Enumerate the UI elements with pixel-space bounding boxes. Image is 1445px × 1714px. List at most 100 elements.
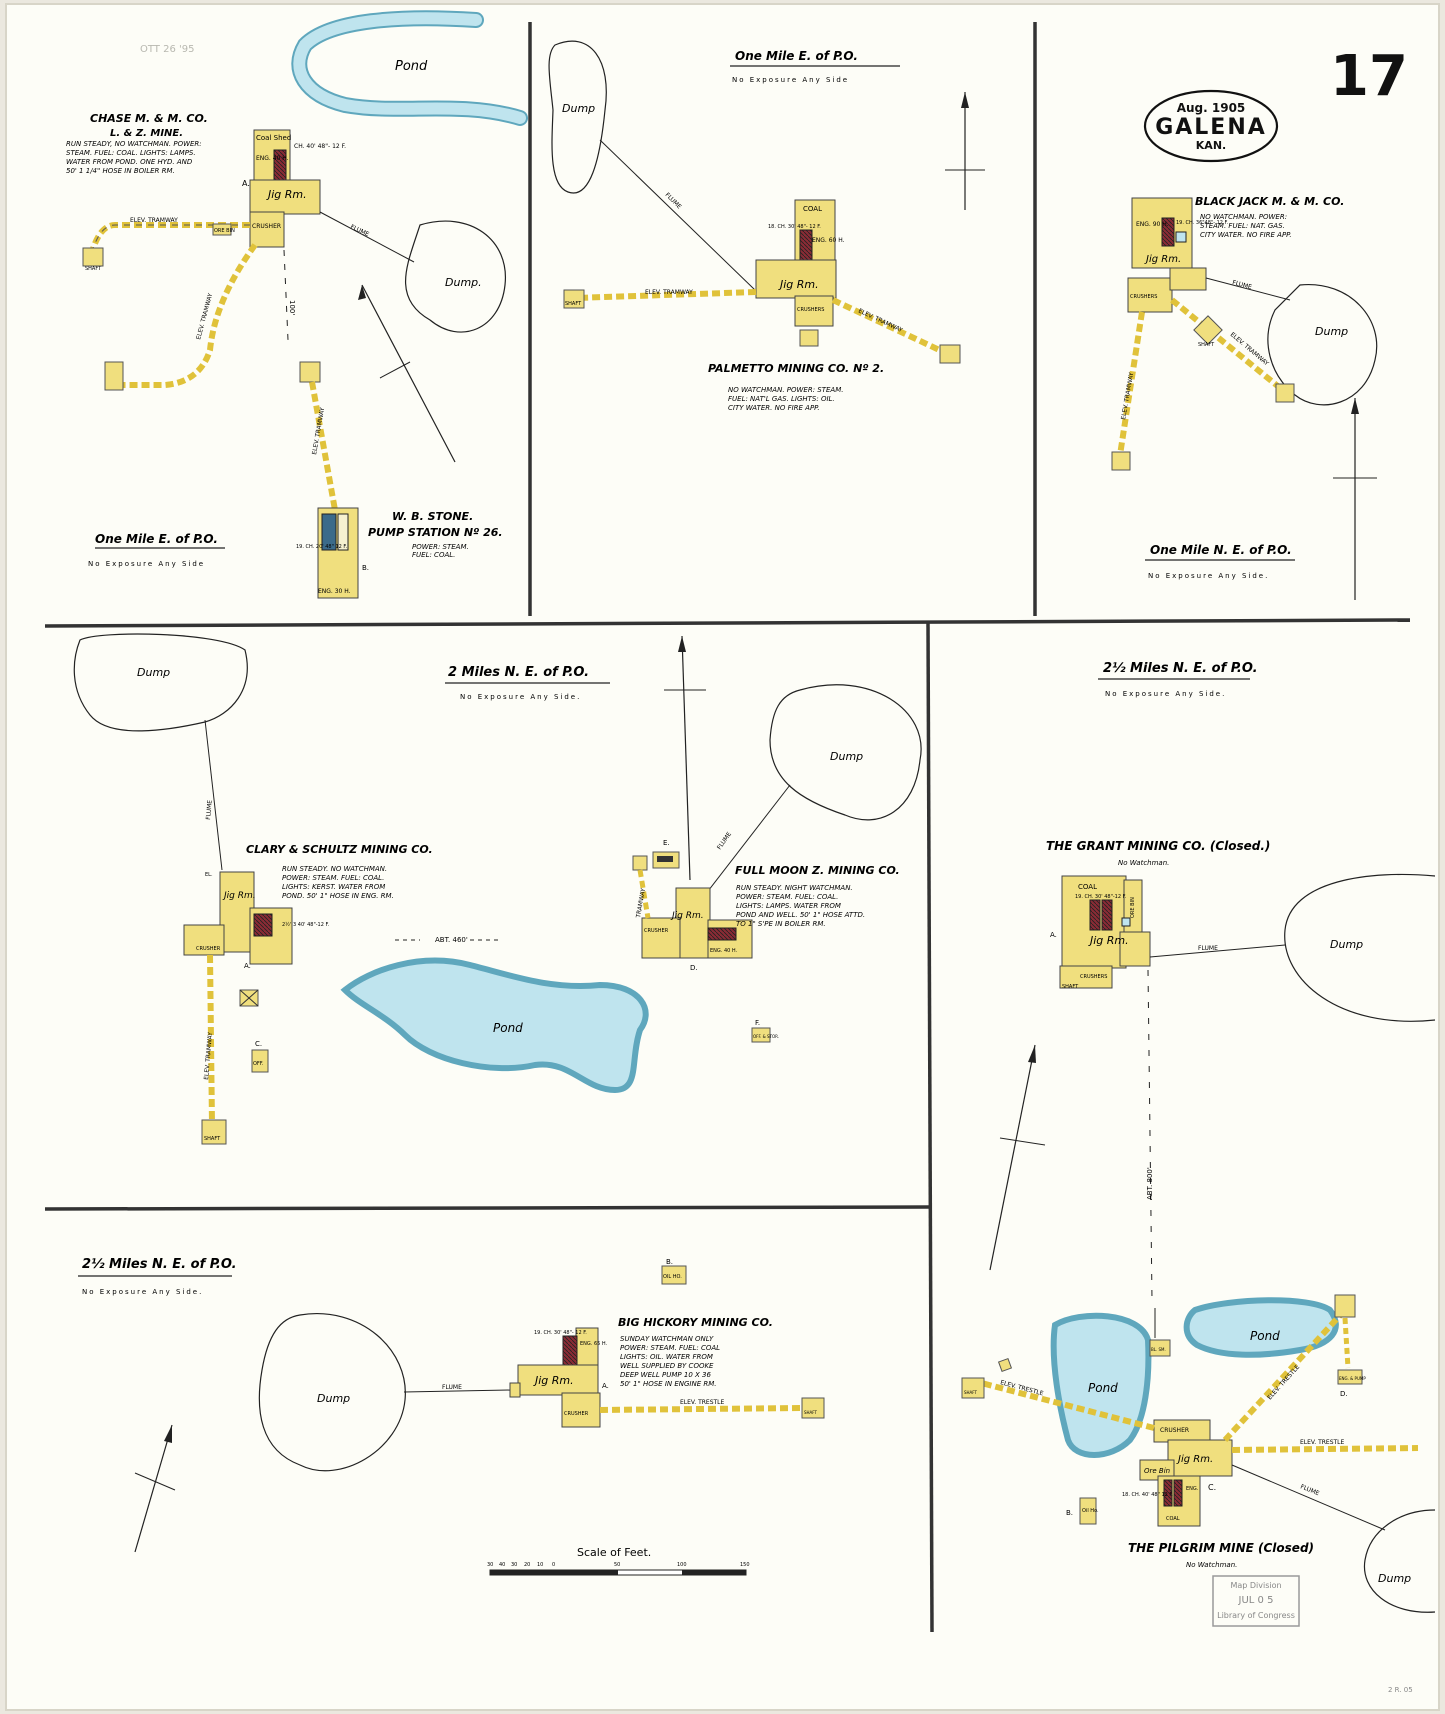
svg-text:LIGHTS: KERST. WATER FROM: LIGHTS: KERST. WATER FROM (282, 883, 385, 891)
svg-text:FUEL: COAL.: FUEL: COAL. (412, 551, 455, 559)
top-date-stamp: OTT 26 '95 (140, 44, 194, 55)
dump-outline (404, 220, 506, 333)
svg-text:POWER: STEAM. FUEL: COAL.: POWER: STEAM. FUEL: COAL. (282, 874, 384, 882)
svg-text:FUEL: NAT'L GAS. LIGHTS: OIL.: FUEL: NAT'L GAS. LIGHTS: OIL. (728, 395, 835, 403)
svg-text:ABT. 800': ABT. 800' (1146, 1167, 1154, 1200)
svg-text:SHAFT: SHAFT (565, 301, 582, 307)
svg-text:CRUSHERS: CRUSHERS (797, 307, 824, 313)
svg-text:SHAFT: SHAFT (85, 266, 102, 272)
svg-text:COAL: COAL (803, 205, 822, 213)
svg-text:Jig Rm.: Jig Rm. (222, 891, 256, 901)
svg-text:FLUME: FLUME (1231, 279, 1252, 291)
svg-text:ENG.: ENG. (1186, 1486, 1199, 1492)
svg-text:Dump: Dump (1378, 1572, 1411, 1585)
svg-text:D.: D. (1340, 1390, 1348, 1398)
title-cartouche: Aug. 1905 GALENA KAN. (1143, 89, 1279, 163)
svg-text:50' 1 1/4" HOSE IN BOILER RM.: 50' 1 1/4" HOSE IN BOILER RM. (66, 167, 175, 175)
svg-text:ELEV. TRESTLE: ELEV. TRESTLE (1300, 1439, 1345, 1446)
svg-text:FLUME: FLUME (442, 1384, 462, 1391)
svg-text:CH. 40' 48"- 12 F.: CH. 40' 48"- 12 F. (294, 143, 346, 150)
chase-heading: CHASE M. & M. CO. (90, 112, 208, 125)
svg-text:DEEP WELL PUMP 10 X 36: DEEP WELL PUMP 10 X 36 (620, 1371, 711, 1379)
svg-text:GALENA: GALENA (1155, 115, 1267, 140)
svg-text:CRUSHERS: CRUSHERS (1080, 974, 1107, 980)
svg-text:NO WATCHMAN. POWER:: NO WATCHMAN. POWER: (1200, 213, 1287, 221)
svg-text:Dump.: Dump. (445, 276, 482, 289)
svg-text:19. CH. 20' 48" 12 F.: 19. CH. 20' 48" 12 F. (296, 544, 347, 550)
svg-text:POWER: STEAM. FUEL: COAL.: POWER: STEAM. FUEL: COAL. (736, 893, 838, 901)
svg-text:Aug. 1905: Aug. 1905 (1177, 101, 1246, 115)
svg-text:OIL HO.: OIL HO. (663, 1274, 682, 1280)
svg-text:ENG. 30 H.: ENG. 30 H. (318, 588, 351, 595)
svg-text:30: 30 (511, 1562, 517, 1568)
svg-text:Coal Shed: Coal Shed (256, 134, 291, 142)
svg-text:KAN.: KAN. (1196, 139, 1226, 152)
svg-text:ELEV. TRAMWAY: ELEV. TRAMWAY (130, 217, 178, 224)
svg-text:Library of Congress: Library of Congress (1217, 1611, 1295, 1620)
svg-text:RUN STEADY. NIGHT WATCHMAN.: RUN STEADY. NIGHT WATCHMAN. (736, 884, 853, 892)
svg-text:FLUME: FLUME (205, 800, 214, 821)
svg-text:No Watchman.: No Watchman. (1186, 1561, 1237, 1569)
svg-text:C.: C. (255, 1040, 262, 1048)
svg-text:PUMP STATION Nº 26.: PUMP STATION Nº 26. (368, 526, 503, 539)
svg-text:19. CH. 36"48"- 12 F.: 19. CH. 36"48"- 12 F. (1176, 220, 1229, 226)
svg-text:100': 100' (288, 300, 296, 315)
svg-text:L. & Z. MINE.: L. & Z. MINE. (110, 128, 183, 139)
svg-text:OFF.: OFF. (253, 1061, 264, 1067)
svg-text:0: 0 (552, 1562, 555, 1568)
svg-text:No Exposure Any Side.: No Exposure Any Side. (460, 693, 581, 701)
svg-text:COAL: COAL (1078, 883, 1097, 891)
svg-text:D.: D. (690, 964, 698, 972)
svg-text:18. CH. 40' 48" 12 F.: 18. CH. 40' 48" 12 F. (1122, 1492, 1173, 1498)
svg-text:SHAFT: SHAFT (1062, 984, 1079, 990)
svg-text:ENG. 60 H.: ENG. 60 H. (812, 237, 845, 244)
svg-text:C.: C. (1208, 1483, 1216, 1492)
receipt-stamp: Map Division JUL 0 5 Library of Congress (1212, 1575, 1300, 1627)
svg-text:One Mile N. E. of P.O.: One Mile N. E. of P.O. (1150, 543, 1292, 557)
svg-text:Pond: Pond (493, 1021, 523, 1035)
panel-palmetto: One Mile E. of P.O. No Exposure Any Side… (548, 40, 985, 412)
svg-text:A.: A. (602, 1382, 609, 1390)
svg-text:No Watchman.: No Watchman. (1118, 859, 1169, 867)
svg-text:CRUSHERS: CRUSHERS (1130, 294, 1157, 300)
svg-text:POND. 50' 1" HOSE IN ENG. RM.: POND. 50' 1" HOSE IN ENG. RM. (282, 892, 394, 900)
panel-frames (44, 22, 1411, 1633)
panel-bighickory: 2½ Miles N. E. of P.O. No Exposure Any S… (78, 1257, 825, 1576)
svg-text:COAL: COAL (1166, 1516, 1180, 1522)
svg-text:ELEV. TRAMWAY: ELEV. TRAMWAY (645, 289, 693, 296)
svg-text:CRUSHER: CRUSHER (252, 223, 281, 230)
svg-text:CRUSHER: CRUSHER (644, 928, 669, 934)
svg-text:One Mile E. of P.O.: One Mile E. of P.O. (735, 49, 858, 63)
svg-text:OFF. & STOR.: OFF. & STOR. (753, 1034, 779, 1039)
svg-text:50' 1" HOSE IN ENGINE RM.: 50' 1" HOSE IN ENGINE RM. (620, 1380, 717, 1388)
svg-text:2½' 3 40' 48"-12 F.: 2½' 3 40' 48"-12 F. (282, 921, 330, 928)
page-number: 17 (1330, 44, 1408, 109)
svg-text:WELL SUPPLIED BY COOKE: WELL SUPPLIED BY COOKE (620, 1362, 714, 1370)
svg-text:SHAFT: SHAFT (804, 1410, 818, 1415)
svg-text:SHAFT: SHAFT (964, 1390, 978, 1395)
svg-text:Dump: Dump (1330, 938, 1363, 951)
svg-text:FULL MOON Z. MINING CO.: FULL MOON Z. MINING CO. (735, 864, 900, 877)
svg-text:RUN STEADY. NO WATCHMAN.: RUN STEADY. NO WATCHMAN. (282, 865, 387, 873)
svg-text:150: 150 (740, 1562, 750, 1568)
svg-text:A.: A. (1050, 931, 1057, 939)
svg-text:BIG HICKORY MINING CO.: BIG HICKORY MINING CO. (618, 1316, 773, 1329)
svg-text:Jig Rm.: Jig Rm. (1176, 1454, 1213, 1465)
svg-text:No Exposure Any Side: No Exposure Any Side (88, 560, 205, 568)
svg-text:ENG. 40 H.: ENG. 40 H. (710, 948, 738, 954)
svg-text:Dump: Dump (1315, 325, 1348, 338)
svg-text:ELEV. TRESTLE: ELEV. TRESTLE (680, 1399, 725, 1406)
svg-text:Jig Rm.: Jig Rm. (1088, 934, 1129, 947)
svg-text:STEAM. FUEL: COAL. LIGHTS: LAM: STEAM. FUEL: COAL. LIGHTS: LAMPS. (66, 149, 196, 157)
svg-text:ENG. 90 H.: ENG. 90 H. (1136, 221, 1169, 228)
svg-text:Dump: Dump (562, 102, 595, 115)
svg-text:2½ Miles N. E. of P.O.: 2½ Miles N. E. of P.O. (82, 1257, 237, 1272)
svg-text:F.: F. (755, 1019, 760, 1027)
svg-text:50: 50 (614, 1562, 620, 1568)
svg-text:No Exposure Any Side.: No Exposure Any Side. (1105, 690, 1226, 698)
svg-text:Dump: Dump (137, 666, 170, 679)
svg-text:POND AND WELL. 50' 1" HOSE ATT: POND AND WELL. 50' 1" HOSE ATTD. (736, 911, 865, 919)
panel-blackjack: BLACK JACK M. & M. CO. NO WATCHMAN. POWE… (1111, 195, 1378, 600)
svg-text:No Exposure Any Side: No Exposure Any Side (732, 76, 849, 84)
svg-text:No Exposure Any Side.: No Exposure Any Side. (82, 1288, 203, 1296)
